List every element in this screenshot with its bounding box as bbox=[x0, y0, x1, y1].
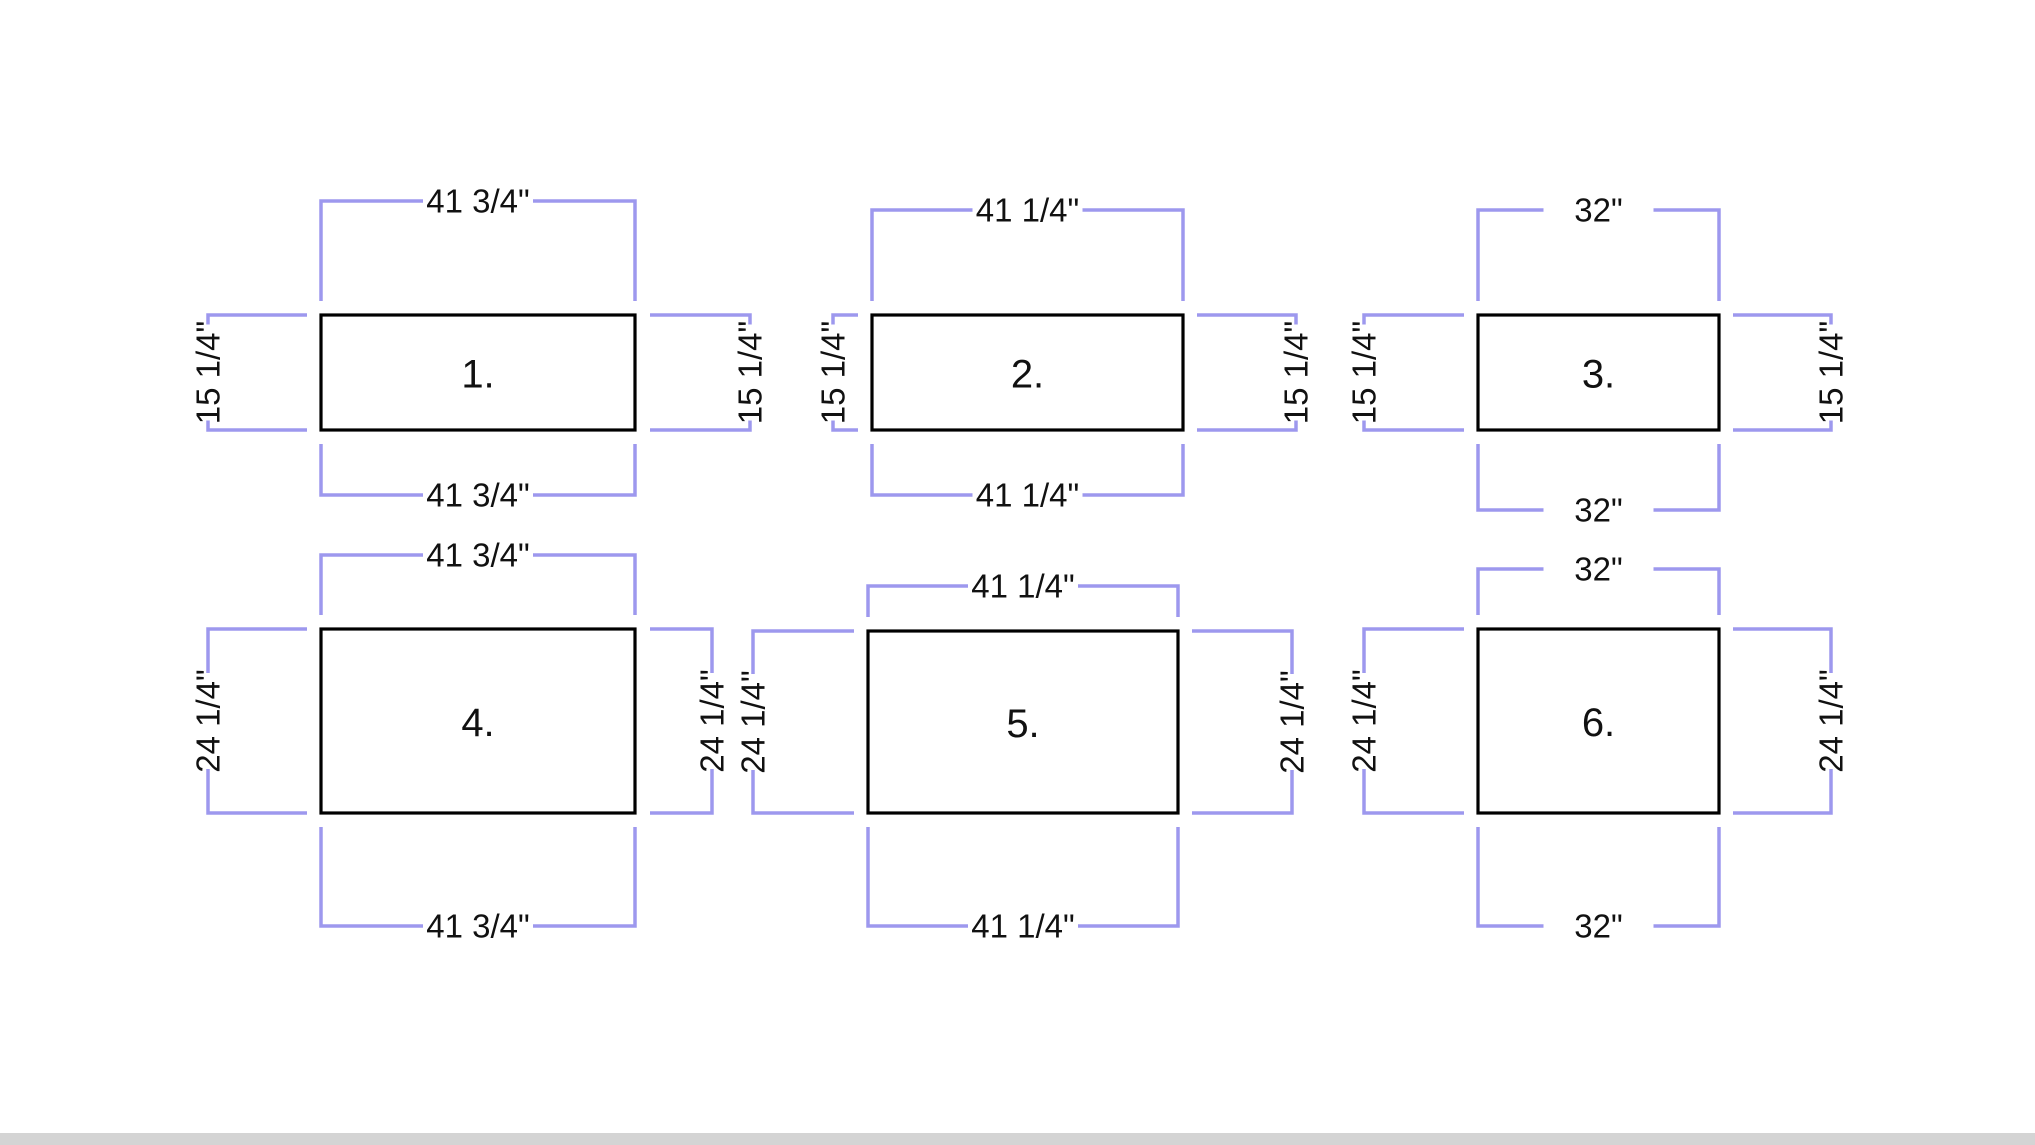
panel-6-top-dim-right bbox=[1653, 567, 1721, 615]
bottom-scroll-bar bbox=[0, 1133, 2035, 1145]
panel-3-right-dim-bottom bbox=[1733, 420, 1833, 432]
panel-5-right-dimension: 24 1/4" bbox=[1274, 670, 1311, 773]
panel-3-rectangle bbox=[1476, 313, 1721, 432]
panel-4-number: 4. bbox=[461, 701, 494, 745]
panel-3-right-dim-top bbox=[1733, 313, 1833, 325]
panel-3-bottom-dim-right bbox=[1653, 444, 1721, 512]
panel-1-right-dim-bottom bbox=[650, 420, 752, 432]
panel-6-bottom-dim-left bbox=[1476, 827, 1544, 928]
panel-1-left-dim-bottom bbox=[206, 420, 307, 432]
panel-4-top-dim-left bbox=[319, 553, 423, 615]
panel-6-bottom-dim-right bbox=[1653, 827, 1721, 928]
panel-3-top-dim-left bbox=[1476, 208, 1544, 301]
panel-1-right-dim-top bbox=[650, 313, 752, 325]
panel-2-top-dim-left bbox=[870, 208, 973, 301]
panel-2-top-dim-right bbox=[1082, 208, 1185, 301]
panel-4-top-dimension: 41 3/4" bbox=[426, 537, 529, 574]
panel-4-right-dim-bottom bbox=[650, 769, 714, 815]
panel-4-bottom-dim-left bbox=[319, 827, 423, 928]
panel-6-left-dimension: 24 1/4" bbox=[1346, 669, 1383, 772]
panel-6-bottom-dimension: 32" bbox=[1574, 908, 1622, 945]
panel-6-left-dim-bottom bbox=[1362, 769, 1464, 815]
panel-1-left-dim-top bbox=[206, 313, 307, 325]
panel-4-rectangle bbox=[319, 627, 637, 815]
panel-5-bottom-dim-right bbox=[1078, 827, 1180, 928]
panel-6-top-dim-left bbox=[1476, 567, 1544, 615]
panel-1-bottom-dimension: 41 3/4" bbox=[426, 477, 529, 514]
panel-5-top-dim-right bbox=[1078, 584, 1180, 617]
panel-2-rectangle bbox=[870, 313, 1185, 432]
panel-5-right-dim-bottom bbox=[1192, 770, 1294, 815]
panel-4-left-dim-top bbox=[206, 627, 307, 673]
panel-2-top-dimension: 41 1/4" bbox=[976, 192, 1079, 229]
panel-4-right-dim-top bbox=[650, 627, 714, 673]
panel-1-bottom-dim-right bbox=[533, 444, 637, 497]
panel-3-left-dim-bottom bbox=[1362, 420, 1464, 432]
panel-3-bottom-dim-left bbox=[1476, 444, 1544, 512]
panel-4-top-dim-right bbox=[533, 553, 637, 615]
panel-2-number: 2. bbox=[1011, 353, 1044, 397]
panel-6-left-dim-top bbox=[1362, 627, 1464, 673]
panel-6-rectangle bbox=[1476, 627, 1721, 815]
panel-1-number: 1. bbox=[461, 353, 494, 397]
panel-6-right-dim-bottom bbox=[1733, 769, 1833, 815]
panel-6-right-dimension: 24 1/4" bbox=[1813, 669, 1850, 772]
panel-1-bottom-dim-left bbox=[319, 444, 423, 497]
panel-5-left-dim-bottom bbox=[751, 770, 854, 815]
panel-2-bottom-dimension: 41 1/4" bbox=[976, 477, 1079, 514]
panel-4-left-dim-bottom bbox=[206, 769, 307, 815]
panel-2-right-dimension: 15 1/4" bbox=[1278, 321, 1315, 424]
panel-1-left-dimension: 15 1/4" bbox=[190, 321, 227, 424]
panel-1-right-dimension: 15 1/4" bbox=[732, 321, 769, 424]
panel-2-bottom-dim-right bbox=[1082, 444, 1185, 497]
panel-5-bottom-dimension: 41 1/4" bbox=[971, 908, 1074, 945]
panel-5-right-dim-top bbox=[1192, 629, 1294, 674]
panel-3-left-dim-top bbox=[1362, 313, 1464, 325]
panel-5-left-dim-top bbox=[751, 629, 854, 674]
panel-4-left-dimension: 24 1/4" bbox=[190, 669, 227, 772]
panel-6-right-dim-top bbox=[1733, 627, 1833, 673]
panel-2-right-dim-top bbox=[1197, 313, 1298, 325]
panel-3-left-dimension: 15 1/4" bbox=[1346, 321, 1383, 424]
panel-4-right-dimension: 24 1/4" bbox=[694, 669, 731, 772]
panel-3-top-dim-right bbox=[1653, 208, 1721, 301]
panel-5-rectangle bbox=[866, 629, 1180, 815]
panel-2-left-dim-bottom bbox=[831, 420, 858, 432]
panel-1-top-dim-right bbox=[533, 199, 637, 301]
panel-6-top-dimension: 32" bbox=[1574, 551, 1622, 588]
panel-1-rectangle bbox=[319, 313, 637, 432]
panel-5-top-dimension: 41 1/4" bbox=[971, 568, 1074, 605]
panel-3-top-dimension: 32" bbox=[1574, 192, 1622, 229]
panel-3-bottom-dimension: 32" bbox=[1574, 492, 1622, 529]
panel-2-left-dim-top bbox=[831, 313, 858, 325]
panel-4-bottom-dim-right bbox=[533, 827, 637, 928]
panel-2-left-dimension: 15 1/4" bbox=[815, 321, 852, 424]
panel-3-right-dimension: 15 1/4" bbox=[1813, 321, 1850, 424]
panel-4-bottom-dimension: 41 3/4" bbox=[426, 908, 529, 945]
panel-3-number: 3. bbox=[1582, 353, 1615, 397]
panel-5-top-dim-left bbox=[866, 584, 968, 617]
panel-5-left-dimension: 24 1/4" bbox=[735, 670, 772, 773]
panel-6-number: 6. bbox=[1582, 701, 1615, 745]
panel-2-right-dim-bottom bbox=[1197, 420, 1298, 432]
panel-5-number: 5. bbox=[1006, 702, 1039, 746]
panel-2-bottom-dim-left bbox=[870, 444, 973, 497]
panel-1-top-dimension: 41 3/4" bbox=[426, 183, 529, 220]
panel-1-top-dim-left bbox=[319, 199, 423, 301]
panel-5-bottom-dim-left bbox=[866, 827, 968, 928]
